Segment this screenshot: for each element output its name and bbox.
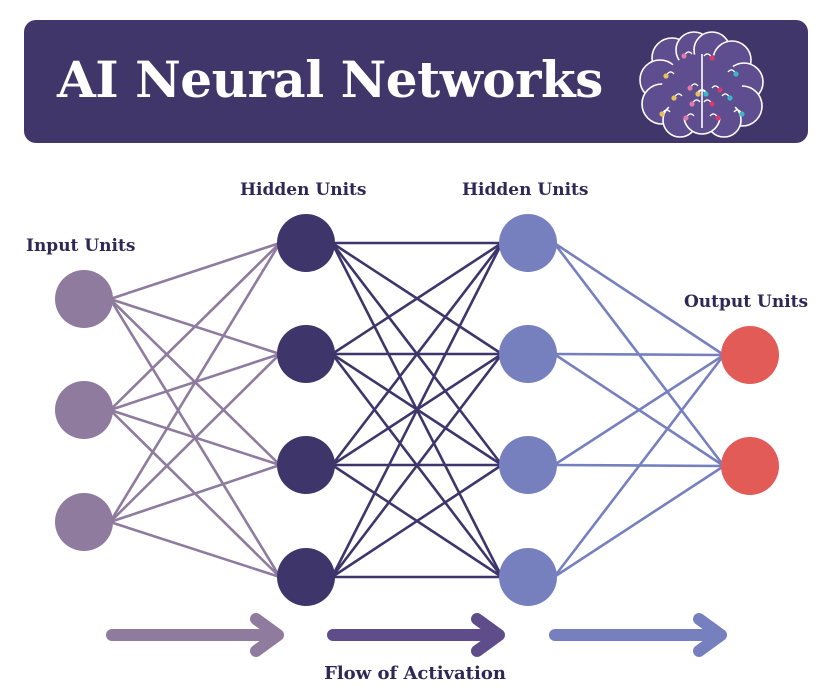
connection-hidden1-4-to-hidden2-3: [331, 463, 503, 579]
hidden1-unit-2: [277, 325, 335, 383]
connection-hidden2-2-to-output-1: [554, 352, 724, 357]
connections: [108, 241, 725, 579]
brain-node-dot: [717, 87, 723, 93]
title-banner: AI Neural Networks: [24, 20, 808, 143]
input-unit-3: [55, 493, 113, 551]
hidden-units-1-label: Hidden Units: [240, 180, 367, 200]
output-unit-2: [721, 437, 779, 495]
input-unit-1: [55, 270, 113, 328]
connection-input-3-to-hidden1-1: [108, 242, 282, 523]
connection-hidden1-3-to-hidden2-1: [331, 242, 503, 466]
brain-node-dot: [681, 53, 687, 59]
arrow-head: [250, 613, 284, 657]
connection-input-2-to-hidden1-1: [109, 242, 281, 411]
hidden-units-2-label: Hidden Units: [462, 180, 589, 200]
brain-node-dot: [659, 111, 665, 117]
brain-node-dot: [733, 71, 739, 77]
connection-hidden2-1-to-output-1: [553, 241, 725, 357]
flow-arrow-1: [106, 613, 284, 657]
connection-input-3-to-hidden1-4: [109, 520, 281, 579]
brain-node-dot: [709, 101, 715, 107]
input-unit-2: [55, 381, 113, 439]
connection-hidden2-4-to-output-1: [553, 354, 725, 578]
brain-node-dot: [739, 111, 745, 117]
hidden2-unit-3: [499, 436, 557, 494]
brain-node-dot: [715, 115, 721, 121]
connection-input-1-to-hidden1-1: [109, 241, 281, 301]
flow-arrows: [106, 613, 727, 657]
arrow-head: [693, 613, 727, 657]
brain-node-dot: [671, 95, 677, 101]
connection-hidden1-2-to-hidden2-1: [331, 241, 503, 356]
hidden1-unit-1: [277, 214, 335, 272]
brain-node-dot: [689, 101, 695, 107]
flow-arrow-3: [549, 613, 727, 657]
brain-circuit-icon: [639, 31, 764, 138]
connection-input-3-to-hidden1-2: [109, 353, 281, 523]
connection-hidden2-3-to-output-1: [553, 353, 725, 467]
hidden2-unit-1: [499, 214, 557, 272]
brain-node-dot: [709, 55, 715, 61]
connection-input-3-to-hidden1-3: [109, 463, 281, 524]
input-units-label: Input Units: [26, 236, 136, 256]
arrow-head: [471, 613, 505, 657]
brain-node-dot: [683, 115, 689, 121]
brain-node-dot: [695, 91, 701, 97]
flow-arrow-2: [327, 613, 505, 657]
flow-of-activation-label: Flow of Activation: [324, 663, 506, 684]
connection-hidden2-4-to-output-2: [553, 464, 725, 579]
connection-hidden1-4-to-hidden2-2: [331, 353, 503, 578]
brain-node-dot: [663, 73, 669, 79]
output-units-label: Output Units: [684, 292, 809, 312]
hidden2-unit-4: [499, 548, 557, 606]
page-title: AI Neural Networks: [57, 50, 603, 109]
hidden2-unit-2: [499, 325, 557, 383]
hidden1-unit-4: [277, 548, 335, 606]
brain-node-dot: [687, 85, 693, 91]
brain-node-dot: [703, 91, 709, 97]
output-unit-1: [721, 326, 779, 384]
connection-hidden1-4-to-hidden2-1: [330, 242, 504, 578]
units: [55, 214, 779, 606]
hidden1-unit-3: [277, 436, 335, 494]
brain-node-dot: [727, 95, 733, 101]
